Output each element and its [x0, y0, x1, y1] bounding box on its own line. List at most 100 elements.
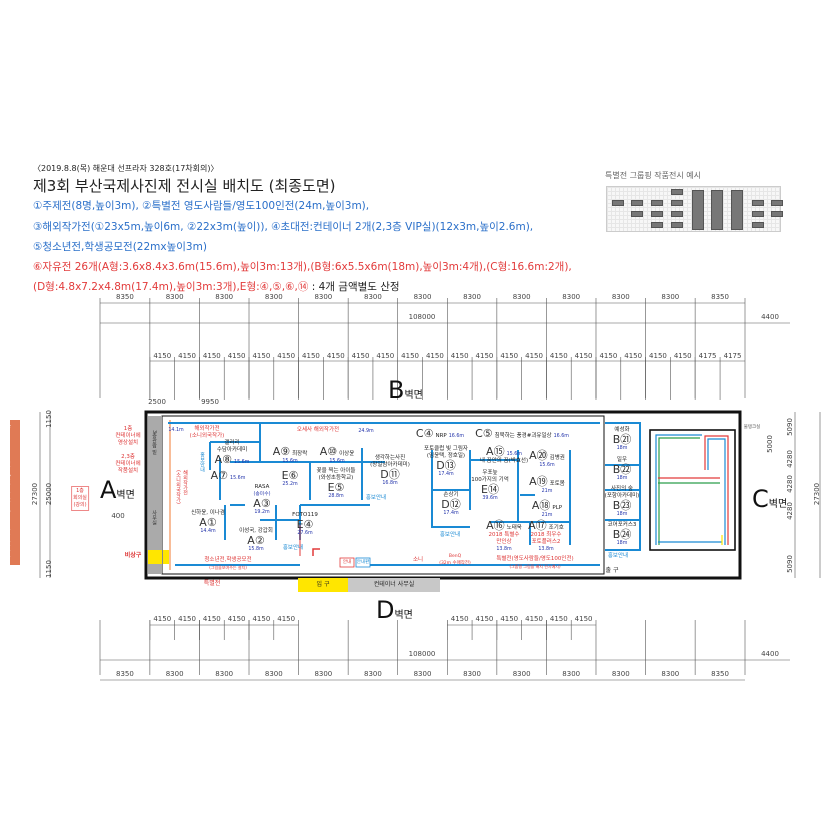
artwork-block: [651, 222, 663, 228]
booth-length: 25.2m: [282, 482, 298, 487]
booth-id: A②: [247, 534, 265, 547]
sub-dim: 4150: [673, 352, 692, 360]
total-length: 108000: [408, 313, 436, 321]
sub-dim: 4150: [277, 352, 296, 360]
office-label: 사무실: [151, 510, 157, 525]
left-total: 27300: [31, 482, 39, 506]
right-dim: 5090: [786, 555, 794, 573]
booth-id: B㉒: [612, 463, 632, 476]
small-dim: 2500: [148, 398, 166, 406]
booth-id: C④: [415, 427, 434, 440]
booth-length: 15.8m: [248, 547, 264, 552]
grid-dim: 8350: [711, 670, 729, 678]
artwork-block: [752, 200, 764, 206]
grid-dim: 8300: [364, 293, 382, 301]
left-dim: 1150: [45, 410, 53, 428]
booth-length: 15.6m: [282, 459, 298, 464]
artwork-block: [771, 200, 783, 206]
legend-free-b-wrap: (D형:4.8x7.2x4.8m(17.4m),높이3m:3개),E형:④,⑤,…: [33, 279, 400, 296]
booth-note: 2018 최우수 포토플러스2: [530, 532, 562, 545]
booth-length: 18m: [616, 476, 628, 481]
overseas-vertical: 해외작가전 (소니외국작가): [175, 470, 188, 504]
container-office: 컨테이너 사무실: [348, 578, 440, 592]
benq-zone: BenQ(32m 수매작전): [439, 554, 471, 566]
booth-name: 일우: [616, 457, 628, 463]
booth-name: 예성화: [614, 427, 630, 433]
booth-id: D⑪: [380, 468, 400, 481]
right-dim: 4280: [786, 502, 794, 520]
sub-dim-bottom: 4150: [500, 615, 519, 623]
emergency-exit-label: 비상구: [124, 552, 142, 559]
booth-length: 15.6m: [230, 476, 246, 481]
artwork-block: [752, 211, 764, 217]
promo-5: 홍보안내: [199, 452, 205, 472]
grid-dim: 8300: [264, 293, 283, 301]
guide-board: 안내판: [356, 560, 370, 565]
grid-dim: 8300: [562, 670, 581, 678]
exit[interactable]: 출 구: [605, 567, 619, 574]
booth-id: A⑦: [210, 469, 229, 482]
container-room: [649, 429, 736, 551]
grid-dim: 8300: [215, 670, 234, 678]
left-dim: 1150: [45, 560, 53, 578]
artwork-block: [671, 211, 683, 217]
booth-name: 갤러리 수담아카데미: [216, 440, 248, 453]
special-bottom-label: 특별전: [203, 580, 221, 587]
office-strip: [148, 416, 162, 574]
outdoor-banner: [10, 420, 20, 565]
grid-dim: 8300: [562, 293, 581, 301]
booth-id: E⑭: [481, 483, 499, 496]
grid-dim: 8300: [661, 293, 680, 301]
artwork-block: [771, 211, 783, 217]
booth-name: 우포늪 100가지의 기억: [471, 470, 509, 483]
building-outline: [144, 410, 742, 580]
sub-dim: 4150: [376, 352, 395, 360]
entrance[interactable]: 입 구: [298, 578, 348, 592]
booth-id: A⑯: [486, 519, 505, 532]
legend-free-b: (D형:4.8x7.2x4.8m(17.4m),높이3m:3개),E형:④,⑤,…: [33, 281, 309, 293]
booth-name: 사진의 숲 (포항아카데미): [604, 486, 640, 499]
booth-name: 이성국, 강갑회: [239, 528, 273, 534]
grid-dim: 8350: [711, 293, 729, 301]
booth-name: 포토봄: [549, 481, 565, 487]
sub-dim: 4150: [302, 352, 320, 360]
sub-dim: 4150: [178, 352, 196, 360]
total-length: 108000: [408, 650, 436, 658]
sub-dim: 4150: [500, 352, 519, 360]
booth-length: 18m: [616, 512, 628, 517]
sub-dim-bottom: 4150: [227, 615, 246, 623]
promo-3: 홍보안내: [439, 532, 461, 538]
booth-length: 19.2m: [254, 510, 270, 515]
booth-name: FOTO119: [292, 512, 318, 518]
sub-dim: 4150: [401, 352, 419, 360]
booth-length: 17.4m: [438, 472, 454, 477]
sub-dim-bottom: 4150: [252, 615, 271, 623]
wall-b: B벽면: [388, 376, 423, 404]
grid-dim: 8300: [215, 293, 234, 301]
container-video-note: 1층 컨테이너에 영상설치: [115, 426, 141, 446]
booth-id: A⑲: [529, 475, 548, 488]
artwork-block: [711, 190, 723, 230]
artwork-block: [671, 200, 683, 206]
banner-text: 도로외부 건물 벽면에 노출된 사진(현수막 100m 10조): [6, 424, 12, 561]
sub-dim: 4150: [549, 352, 568, 360]
right-extra: 5000: [766, 435, 774, 453]
booth-id: A⑰: [528, 519, 547, 532]
legend-free-a: ⑥자유전 26개(A형:3.6x8.4x3.6m(15.6m),높이3m:13개…: [33, 261, 572, 273]
legend-line-3: ⑤청소년전,학생공모전(22mx높이3m): [33, 241, 207, 253]
